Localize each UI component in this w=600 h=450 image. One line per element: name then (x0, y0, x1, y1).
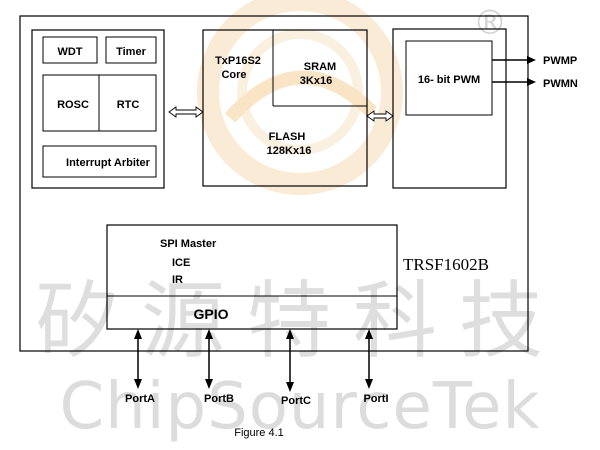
ir-label: IR (172, 274, 183, 286)
wdt-label: WDT (57, 46, 82, 58)
timer-label: Timer (116, 46, 146, 58)
figure-caption: Figure 4.1 (234, 427, 284, 439)
ice-label: ICE (172, 257, 190, 269)
portc-label: PortC (281, 395, 311, 407)
porti-arrow (365, 329, 373, 389)
sram-label-line2: 3Kx16 (300, 75, 332, 87)
interrupt-arbiter-block (42, 145, 157, 178)
core-memory-group (202, 29, 368, 187)
timer-block (105, 36, 157, 64)
bus-arrow-left (168, 106, 204, 118)
pwmp-label: PWMP (543, 55, 577, 67)
porta-label: PortA (125, 393, 155, 405)
portb-arrow (205, 329, 213, 389)
porti-label: PortI (363, 393, 388, 405)
flash-label-line1: FLASH (269, 131, 306, 143)
portb-label: PortB (204, 393, 234, 405)
rtc-label: RTC (117, 99, 140, 111)
core-label-line1: TxP16S2 (215, 55, 261, 67)
pwmn-arrowhead (527, 78, 536, 86)
chip-name: TRSF1602B (403, 255, 489, 274)
core-label-line2: Core (221, 69, 246, 81)
pwm-group (392, 28, 507, 189)
wdt-block (42, 36, 98, 64)
sram-label-line1: SRAM (304, 61, 336, 73)
pwmp-arrowhead (527, 56, 536, 64)
brand-logo-watermark (197, 0, 403, 195)
interrupt-arbiter-label: Interrupt Arbiter (66, 157, 151, 169)
pwm-block (405, 40, 493, 116)
pwm-label: 16- bit PWM (418, 74, 480, 86)
io-block (106, 224, 398, 330)
gpio-label: GPIO (193, 306, 228, 322)
rosc-label: ROSC (57, 99, 89, 111)
pwmn-label: PWMN (543, 78, 578, 90)
spi-master-label: SPI Master (160, 238, 217, 250)
registered-mark: ® (473, 3, 507, 43)
porta-arrow (134, 329, 142, 389)
chip-boundary (19, 15, 529, 352)
portc-arrow (286, 329, 294, 392)
flash-label-line2: 128Kx16 (267, 145, 312, 157)
peripheral-group (31, 29, 165, 189)
